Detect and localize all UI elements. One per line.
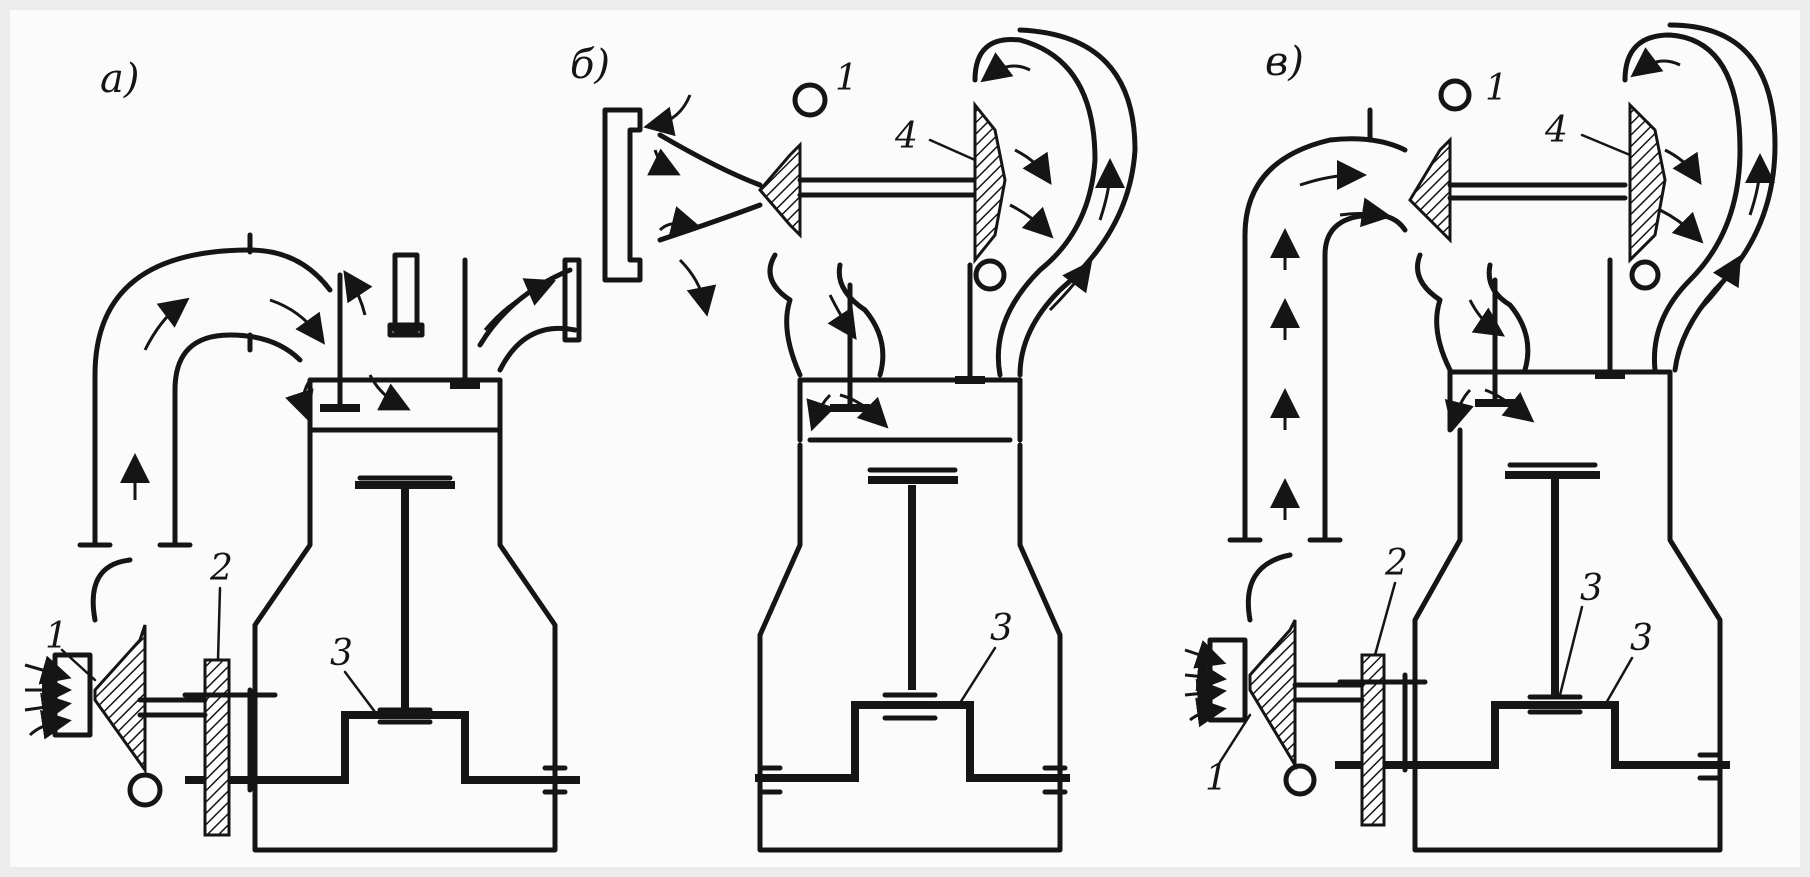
panel-b-compressor-housing (792, 82, 828, 118)
panel-c-turbine-wheel (1628, 101, 1667, 264)
panel-b-crankshaft (755, 701, 1070, 782)
panel-a-crankcase (252, 427, 558, 853)
panel-c-gear (1360, 653, 1386, 827)
panel-b-air-filter (602, 107, 643, 283)
panel-c-callout-3-lower: 3 (1630, 618, 1653, 659)
panel-a-injector (392, 252, 420, 333)
panel-b-cylinder-head (797, 377, 1023, 443)
panel-b-compressor-wheel (758, 141, 802, 239)
panel-c-air-pipe (1242, 136, 1408, 543)
panel-a-crankshaft (185, 711, 580, 784)
panel-c-callout-2: 2 (1384, 543, 1408, 584)
panel-b-air-filter-duct (657, 132, 763, 243)
panel-c-crankcase (1412, 427, 1723, 853)
panel-c-callout-3-upper: 3 (1580, 568, 1603, 609)
panel-a-intake-pipe (92, 247, 333, 548)
panel-c-compressor-housing (1438, 78, 1472, 112)
panel-b-callout-4: 4 (894, 116, 918, 157)
panel-a-label: а) (100, 56, 139, 102)
panel-c-intake-manifold (1415, 252, 1453, 373)
panel-a-callout-3: 3 (330, 633, 353, 674)
panel-a-callout-2: 2 (209, 548, 233, 589)
panel-a-callout-1: 1 (45, 616, 68, 657)
panel-a-compressor-inlet (52, 652, 93, 738)
panel-c-callout-1-top: 1 (1485, 68, 1508, 109)
panel-c-compressor-wheel (1408, 136, 1452, 244)
panel-a-exhaust-pipe (477, 267, 573, 348)
panel-a-compressor-volute (90, 557, 133, 623)
panel-b-callout-1: 1 (835, 58, 858, 99)
panel-c-lp-compressor-volute (1245, 552, 1293, 623)
panel-b-label: б) (570, 42, 610, 88)
panel-b: б) (570, 27, 1138, 853)
panel-b-turbine-wheel (973, 100, 1007, 265)
panel-c-label: в) (1265, 39, 1304, 85)
panel-c-callout-4: 4 (1544, 110, 1568, 151)
panel-a-compressor-wheel (93, 624, 147, 775)
panel-b-crankcase (757, 442, 1063, 853)
panel-c-callout-1-bottom: 1 (1205, 758, 1228, 799)
panel-c-lp-compressor-inlet (1207, 637, 1248, 723)
panel-c: в) (1184, 22, 1778, 853)
panel-b-exhaust-duct (972, 37, 1098, 378)
panel-c-exhaust-duct (1622, 32, 1743, 373)
panel-b-intake-manifold (767, 252, 803, 378)
panel-b-callout-3: 3 (990, 608, 1013, 649)
panel-a: а) (24, 56, 582, 853)
panel-c-lp-compressor-wheel (1248, 619, 1297, 771)
panel-a-gear (203, 658, 231, 837)
panel-c-crankshaft (1335, 701, 1730, 769)
